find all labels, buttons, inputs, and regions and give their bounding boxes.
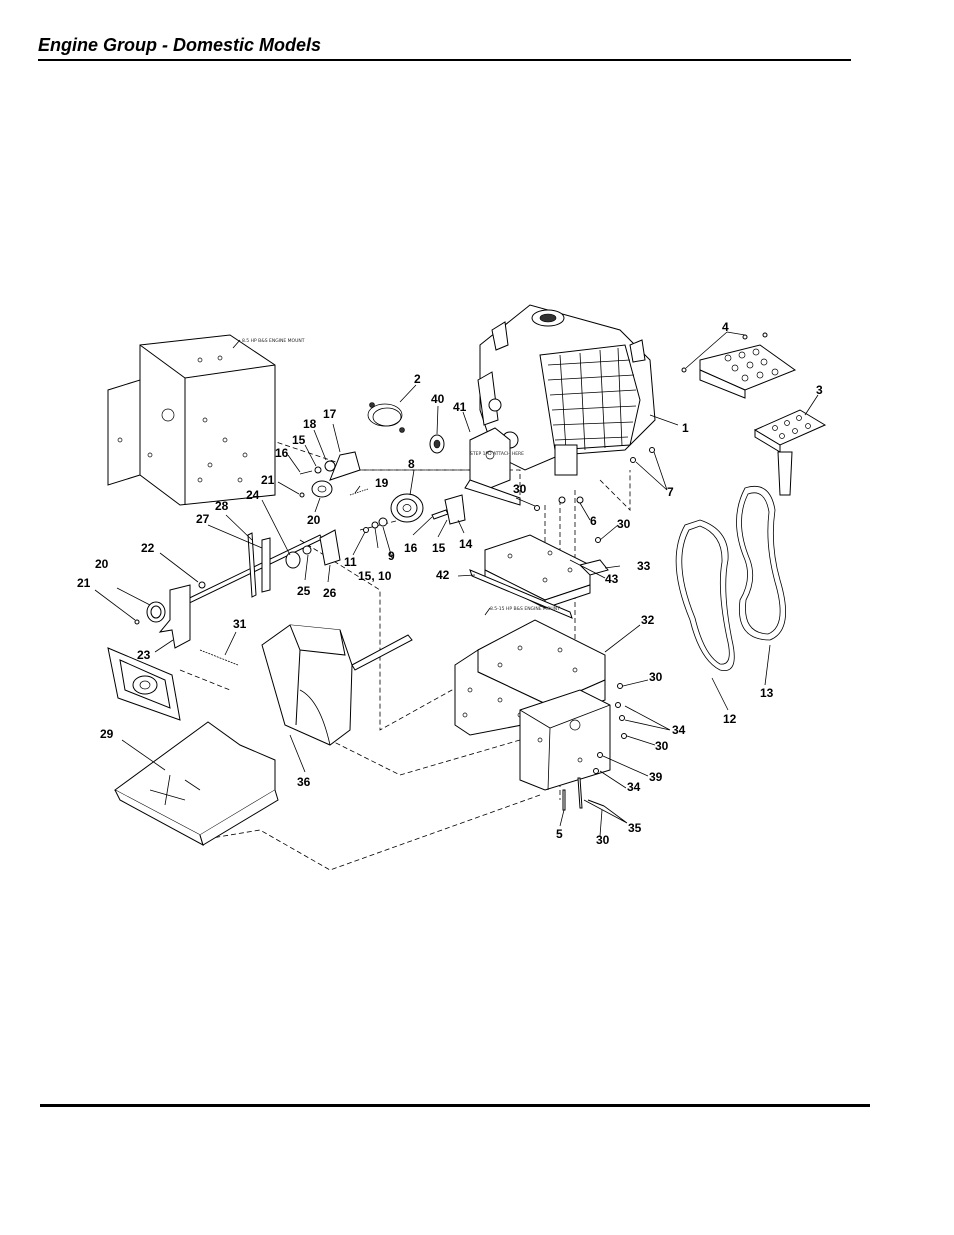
callout-6: 6 — [590, 514, 597, 528]
callout-30a: 30 — [513, 482, 527, 496]
callout-33: 33 — [637, 559, 651, 573]
callout-32: 32 — [641, 613, 655, 627]
callout-3: 3 — [816, 383, 823, 397]
callout-2: 2 — [414, 372, 421, 386]
callout-14: 14 — [459, 537, 473, 551]
callout-11: 11 — [344, 555, 357, 569]
callout-35: 35 — [628, 821, 642, 835]
callout-24: 24 — [246, 488, 260, 502]
engine — [477, 304, 679, 476]
callout-41: 41 — [453, 400, 467, 414]
callout-13: 13 — [760, 686, 774, 700]
callout-15a: 15 — [432, 541, 446, 555]
callout-21a: 21 — [261, 473, 275, 487]
callout-8: 8 — [408, 457, 415, 471]
callout-23: 23 — [137, 648, 151, 662]
shield-plates — [681, 331, 827, 496]
callout-12: 12 — [723, 712, 737, 726]
callout-19: 19 — [375, 476, 389, 490]
upper-slide-plate — [457, 534, 621, 619]
note-attach-here: STEP 1PD ATTACH HERE — [470, 451, 524, 457]
bracket-41 — [462, 411, 521, 506]
belt-cover-36 — [261, 624, 413, 773]
callout-39: 39 — [649, 770, 663, 784]
callout-16a: 16 — [404, 541, 418, 555]
callout-34b: 34 — [627, 780, 641, 794]
callout-25: 25 — [297, 584, 311, 598]
seal-40 — [429, 405, 445, 454]
callout-30e: 30 — [596, 833, 610, 847]
callout-40: 40 — [431, 392, 445, 406]
callout-31: 31 — [233, 617, 247, 631]
bearing-plate — [107, 647, 181, 721]
drive-belts — [675, 485, 786, 711]
callout-26: 26 — [323, 586, 337, 600]
callout-15b: 15 — [292, 433, 306, 447]
footer-rule — [40, 1104, 870, 1107]
note-8515hp-engine-mount: 8.5-15 HP B&S ENGINE MOUNT — [490, 606, 560, 612]
callout-20a: 20 — [307, 513, 321, 527]
callout-16b: 16 — [275, 446, 289, 460]
callout-15-10: 15, 10 — [358, 569, 392, 583]
callout-20b: 20 — [95, 557, 109, 571]
bottom-pan-29 — [114, 721, 279, 847]
callout-22: 22 — [141, 541, 155, 555]
callout-18: 18 — [303, 417, 317, 431]
callout-43: 43 — [605, 572, 619, 586]
cable-2 — [367, 384, 417, 433]
page-title: Engine Group - Domestic Models — [38, 35, 322, 55]
callout-27: 27 — [196, 512, 210, 526]
callout-5: 5 — [556, 827, 563, 841]
callout-21b: 21 — [77, 576, 91, 590]
callout-28: 28 — [215, 499, 229, 513]
callout-9: 9 — [388, 549, 395, 563]
callout-34a: 34 — [672, 723, 686, 737]
note-85hp-engine-mount: 8.5 HP B&S ENGINE MOUNT — [242, 338, 305, 344]
callout-1: 1 — [682, 421, 689, 435]
header-rule — [38, 59, 851, 61]
callout-labels: 1 2 3 4 5 6 7 8 9 11 12 13 14 15 15 15, … — [77, 320, 823, 847]
callout-36: 36 — [297, 775, 311, 789]
callout-30b: 30 — [617, 517, 631, 531]
fasteners — [515, 447, 671, 837]
engine-mount-plate-left: 8.5 HP B&S ENGINE MOUNT — [107, 334, 305, 506]
auger-shaft-assembly — [94, 499, 341, 666]
engine-mount-plate-right: 8.5-15 HP B&S ENGINE MOUNT — [454, 606, 641, 791]
callout-30c: 30 — [649, 670, 663, 684]
callout-30d: 30 — [655, 739, 669, 753]
idler-pulley-assembly: STEP 1PD ATTACH HERE — [277, 423, 524, 559]
callout-7: 7 — [667, 485, 674, 499]
callout-29: 29 — [100, 727, 114, 741]
callout-17: 17 — [323, 407, 337, 421]
callout-42: 42 — [436, 568, 450, 582]
callout-4: 4 — [722, 320, 729, 334]
